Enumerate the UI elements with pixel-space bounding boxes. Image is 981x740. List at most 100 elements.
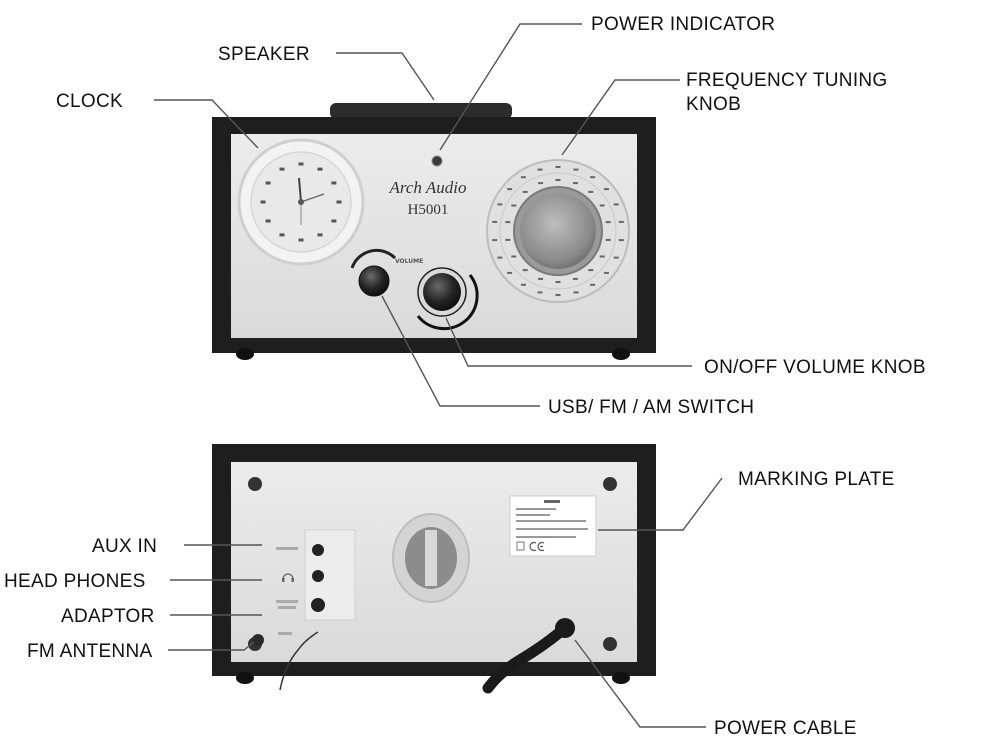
clock-tick [265,219,271,223]
tuning-scale-mark [573,168,579,171]
power-cable [482,618,575,694]
tuning-scale-mark [492,220,498,223]
adaptor-marking-2 [278,606,296,609]
screw-bottom-right [603,637,617,651]
antenna-marking [278,632,292,635]
fm-antenna-wire [279,631,319,691]
clock-hour-hand [298,177,302,203]
fm-antenna-jack[interactable] [252,634,264,646]
tuning-scale-mark [573,291,579,294]
tuning-scale-mark [507,271,513,274]
clock-tick [331,219,337,223]
screw-top-right [603,477,617,491]
back-view [212,444,656,694]
tuning-scale-mark [520,176,526,179]
frequency-tuning-knob[interactable] [486,159,630,303]
tuning-scale-mark [497,203,503,206]
label-marking-plate: MARKING PLATE [738,469,895,490]
tuning-scale-mark [603,271,609,274]
aux-in-marking [276,547,298,550]
tuning-scale-mark [522,269,528,272]
label-aux-in: AUX IN [92,536,157,557]
tuning-scale-mark [605,238,611,241]
back-foot-right [612,672,630,684]
tuning-scale-mark [572,182,578,185]
front-foot-right [612,348,630,360]
label-power-cable: POWER CABLE [714,718,857,739]
tuning-scale-mark [537,168,543,171]
bass-port [392,513,470,603]
label-frequency-tuning-1: FREQUENCY TUNING [686,70,888,91]
tuning-scale-mark [492,239,498,242]
label-head-phones: HEAD PHONES [4,571,146,592]
tuning-scale-mark [588,269,594,272]
tuning-scale-mark [505,238,511,241]
clock-tick [260,200,266,204]
tuning-scale-mark [555,166,561,168]
tuning-scale-mark [603,188,609,191]
ce-mark-icon [529,541,545,552]
back-foot-left [236,672,254,684]
clock-tick [317,167,323,171]
volume-label: VOLUME [395,258,423,265]
leader-lines [154,23,723,728]
clock-tick [265,181,271,185]
clock-tick [336,200,342,204]
label-adaptor: ADAPTOR [61,606,155,627]
headphones-jack[interactable] [312,570,324,582]
aux-in-jack[interactable] [312,544,324,556]
clock-tick [298,162,304,166]
tuning-scale-mark [613,203,619,206]
disposal-icon [516,541,525,551]
label-on-off-volume: ON/OFF VOLUME KNOB [704,357,926,378]
power-indicator-led [431,155,443,167]
speaker-grille [330,103,512,119]
tuning-scale-mark [605,221,611,224]
clock-tick [279,167,285,171]
label-clock: CLOCK [56,91,123,112]
headphones-icon [282,573,294,582]
tuning-scale-mark [599,204,605,207]
adaptor-marking [276,600,298,603]
tuning-scale-mark [538,277,544,280]
clock-tick [298,238,304,242]
tuning-scale-mark [497,256,503,259]
tuning-scale-mark [590,283,596,286]
screw-top-left [248,477,262,491]
tuning-scale-mark [555,179,561,181]
tuning-scale-mark [511,204,517,207]
clock-tick [279,233,285,237]
marking-plate [509,495,597,557]
tuning-scale-mark [618,239,624,242]
tuning-scale-mark [555,294,561,296]
usb-fm-am-switch[interactable] [350,248,397,297]
tuning-scale-mark [537,291,543,294]
label-speaker: SPEAKER [218,44,310,65]
label-usb-fm-am: USB/ FM / AM SWITCH [548,397,754,418]
tuning-scale-mark [599,255,605,258]
tuning-scale-mark [555,281,561,283]
brand-name: Arch Audio [389,178,467,197]
clock-minute-hand [300,193,325,203]
adaptor-jack[interactable] [311,598,325,612]
tuning-scale-mark [507,188,513,191]
front-foot-left [236,348,254,360]
label-power-indicator: POWER INDICATOR [591,14,775,35]
callout-labels: SPEAKER POWER INDICATOR CLOCK FREQUENCY … [4,14,926,739]
on-off-volume-knob[interactable]: VOLUME [395,258,479,331]
tuning-scale-mark [505,221,511,224]
tuning-scale-mark [520,283,526,286]
tuning-scale-mark [618,220,624,223]
clock-face [237,138,365,266]
tuning-scale-mark [590,176,596,179]
model-name: H5001 [408,202,449,218]
tuning-scale-mark [538,182,544,185]
label-frequency-tuning-2: KNOB [686,94,741,115]
front-view: Arch Audio H5001 VOLUME [212,103,656,360]
tuning-scale-mark [572,277,578,280]
tuning-scale-mark [522,190,528,193]
label-fm-antenna: FM ANTENNA [27,641,152,662]
tuning-scale-mark [613,256,619,259]
tuning-scale-mark [588,190,594,193]
